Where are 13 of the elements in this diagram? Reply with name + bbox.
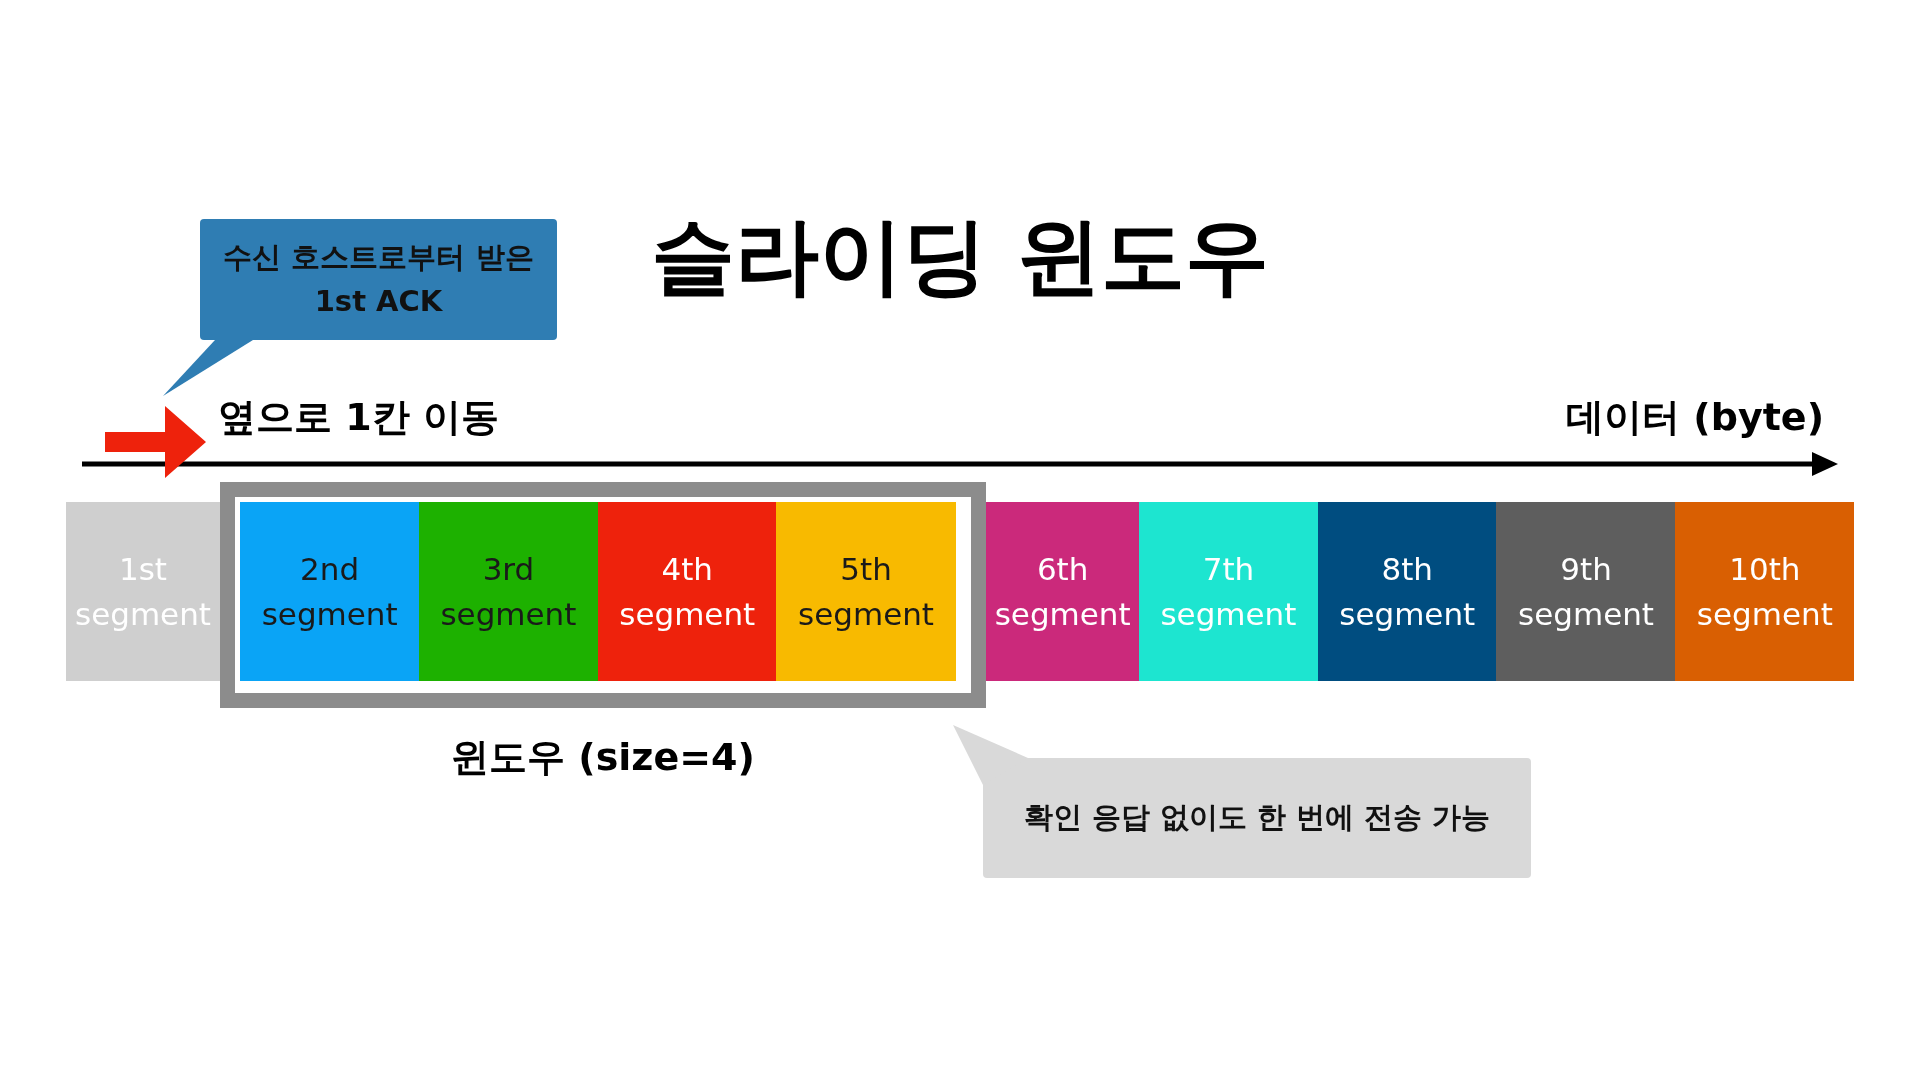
axis-label: 옆으로 1칸 이동 (218, 394, 499, 441)
segment-box: 6th segment (986, 502, 1140, 681)
segment-box: 2nd segment (240, 502, 420, 681)
segment-box: 4th segment (597, 502, 777, 681)
segment-box: 10th segment (1675, 502, 1855, 681)
window-label: 윈도우 (size=4) (450, 734, 756, 781)
segment-box: 8th segment (1317, 502, 1497, 681)
segment-box: 9th segment (1496, 502, 1676, 681)
segment-box: 7th segment (1138, 502, 1319, 681)
segment-box: 5th segment (776, 502, 956, 681)
axis-label: 데이터 (byte) (1566, 394, 1824, 441)
segment-box: 3rd segment (418, 502, 599, 681)
title: 슬라이딩 윈도우 (650, 210, 1270, 303)
